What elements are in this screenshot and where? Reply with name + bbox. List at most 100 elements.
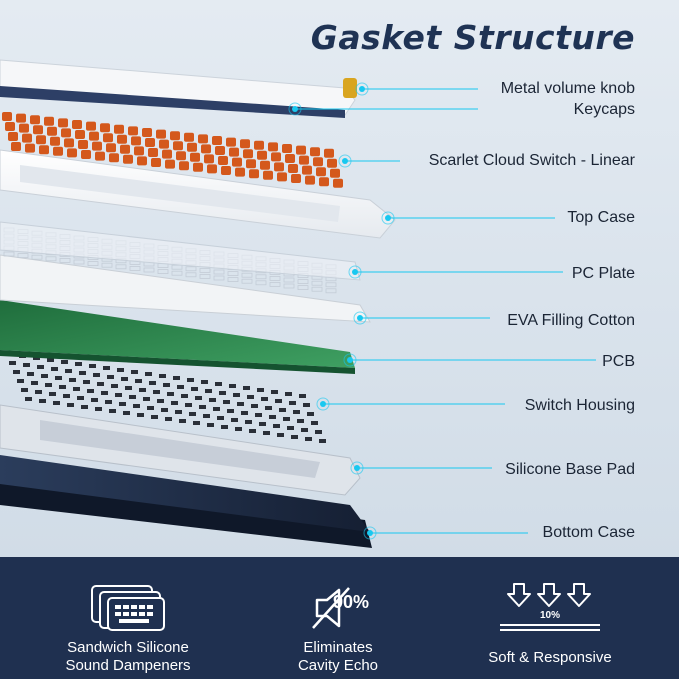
housing-socket (271, 390, 278, 394)
plate-cutout (297, 279, 309, 285)
switch (30, 115, 40, 125)
housing-socket (105, 400, 112, 404)
switch (106, 143, 116, 153)
housing-socket (287, 426, 294, 430)
housing-socket (51, 367, 58, 371)
housing-socket (249, 429, 256, 433)
switch (254, 140, 264, 150)
pcb-edge (0, 350, 355, 374)
housing-socket (83, 380, 90, 384)
switch (11, 142, 21, 151)
switch (229, 147, 239, 157)
plate-cutout (297, 285, 309, 291)
switch (201, 144, 211, 154)
housing-socket (59, 385, 66, 389)
switch (123, 154, 133, 164)
housing-socket (165, 417, 172, 421)
switch (207, 164, 217, 174)
label-scarlet-cloud-switch: Scarlet Cloud Switch - Linear (428, 152, 635, 169)
feature-sandwich-silicone: Sandwich Silicone Sound Dampeners (28, 577, 228, 675)
plate-cutout (59, 257, 71, 263)
housing-socket (147, 406, 154, 410)
switch (285, 154, 295, 163)
switch (33, 125, 43, 135)
housing-socket (187, 378, 194, 382)
housing-socket (301, 428, 308, 432)
housing-socket (265, 406, 272, 410)
housing-socket (9, 361, 16, 365)
switch (22, 133, 32, 143)
muted-speaker-icon: 90% (303, 582, 373, 634)
switch (2, 112, 12, 121)
housing-socket (193, 421, 200, 425)
switch (134, 146, 144, 156)
leader-dot (320, 401, 326, 407)
switch (263, 170, 273, 180)
eva-cotton-layer (0, 254, 371, 323)
feature-text: Soft & Responsive (488, 649, 612, 666)
switch (198, 134, 208, 144)
housing-socket (77, 396, 84, 400)
housing-socket (319, 439, 326, 443)
housing-socket (73, 387, 80, 391)
housing-socket (257, 388, 264, 392)
plate-cutout (171, 270, 183, 276)
leader-marker (338, 154, 352, 168)
plate-cutout (241, 272, 253, 278)
switch (36, 135, 46, 145)
housing-socket (131, 370, 138, 374)
leader-dot (385, 215, 391, 221)
housing-socket (107, 375, 114, 379)
switch (81, 150, 91, 159)
switch (142, 128, 152, 137)
switch (58, 118, 68, 128)
switch (240, 139, 250, 149)
housing-socket (205, 389, 212, 393)
page-title: Gasket Structure (310, 18, 635, 57)
housing-socket (115, 393, 122, 397)
housing-socket (167, 392, 174, 396)
leader-marker (363, 526, 377, 540)
plate-cutout (255, 280, 267, 286)
housing-socket (273, 424, 280, 428)
switch (215, 146, 225, 155)
housing-socket (37, 365, 44, 369)
housing-socket (241, 411, 248, 415)
switch (324, 148, 334, 158)
housing-socket (33, 356, 40, 360)
switch (212, 136, 222, 145)
plate-cutout (3, 251, 15, 257)
keycaps-navy-row (0, 86, 345, 118)
switch (53, 146, 63, 156)
housing-socket (177, 385, 184, 389)
plate-cutout (213, 275, 225, 281)
switch (19, 123, 29, 133)
leader-dot (352, 269, 358, 275)
switch (235, 167, 245, 177)
housing-socket (217, 416, 224, 420)
housing-socket (291, 435, 298, 439)
housing-socket (139, 388, 146, 392)
switch (184, 132, 194, 142)
switch (226, 137, 236, 147)
housing-socket (175, 410, 182, 414)
housing-socket (49, 392, 56, 396)
switch (162, 149, 172, 159)
switch (137, 156, 147, 166)
housing-socket (305, 437, 312, 441)
pcb-layer (0, 300, 355, 368)
leader-dot (292, 106, 298, 112)
switch (291, 174, 301, 183)
leader-marker (381, 211, 395, 225)
housing-socket (179, 419, 186, 423)
housing-socket (173, 376, 180, 380)
plate-cutout (115, 264, 127, 270)
switch (72, 120, 82, 129)
housing-socket (89, 364, 96, 368)
leader-dot (359, 86, 365, 92)
housing-socket (201, 380, 208, 384)
switch (145, 138, 155, 147)
housing-socket (293, 410, 300, 414)
housing-socket (261, 397, 268, 401)
